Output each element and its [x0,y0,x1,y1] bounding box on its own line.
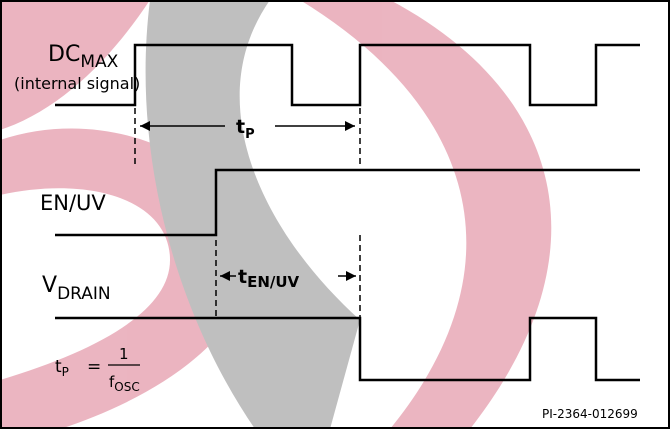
formula-lhs: tP [55,357,69,379]
dcmax-note: (internal signal) [14,74,140,93]
part-number: PI-2364-012699 [542,407,638,421]
watermark-gray-swoosh [145,0,360,429]
ten-dimension-arrow [220,271,356,281]
dcmax-waveform [55,43,640,107]
formula-denominator: fOSC [109,373,140,394]
tp-formula: tP = 1 fOSC [55,345,140,394]
vdrain-label: VDRAIN [42,273,111,304]
ten-label: tEN/UV [238,266,300,291]
enuv-label: EN/UV [40,191,106,215]
watermark-pink-swoosh [300,0,552,429]
enuv-waveform [55,168,640,237]
formula-equals: = [87,357,101,377]
tp-label: tP [236,116,255,142]
formula-numerator: 1 [119,345,129,363]
tp-dimension-arrow [140,121,355,131]
dcmax-label: DCMAX [48,42,119,72]
vdrain-waveform [55,316,640,382]
watermark-pink-swoosh-3 [0,0,150,130]
watermark-logo [0,0,552,429]
